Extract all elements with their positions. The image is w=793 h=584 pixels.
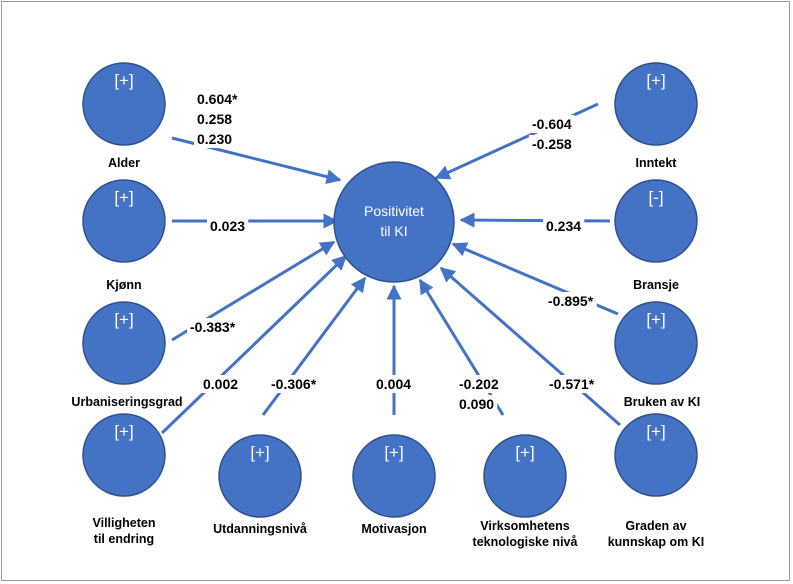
node-circle-alder [82, 62, 166, 146]
node-circle-graden [614, 413, 698, 497]
coef-bg-villighet-1 [200, 375, 242, 393]
node-urban: [+] [82, 301, 166, 385]
node-sign-graden: [+] [646, 422, 665, 441]
label-alder: Alder [108, 156, 140, 170]
node-sign-inntekt: [+] [646, 71, 665, 90]
coef-kjonn: 0.023 [210, 218, 245, 234]
label-kjonn: Kjønn [106, 278, 141, 292]
coef-bruken: -0.895* [548, 293, 594, 309]
node-circle-villighet [82, 413, 166, 497]
node-sign-motivasjon: [+] [384, 443, 403, 462]
node-sign-utdanning: [+] [250, 443, 269, 462]
label-inntekt: Inntekt [636, 156, 678, 170]
node-inntekt: [+] [614, 62, 698, 146]
coef-virksomhet-1: -0.202 [459, 376, 499, 392]
center-circle [333, 161, 455, 283]
edge-virksomhet [418, 278, 505, 416]
label-bransje: Bransje [633, 278, 679, 292]
node-sign-villighet: [+] [114, 422, 133, 441]
coef-inntekt-2: -0.258 [532, 136, 572, 152]
edge-villighet [160, 254, 348, 435]
coef-bg-virksomhet-2 [456, 395, 498, 413]
node-circle-urban [82, 301, 166, 385]
node-sign-alder: [+] [114, 71, 133, 90]
coef-bg-virksomhet-1 [456, 375, 502, 393]
coef-bg-alder-1 [194, 90, 242, 108]
edge-utdanning [261, 276, 367, 416]
node-sign-bransje: [-] [648, 188, 663, 207]
coef-alder-3: 0.230 [197, 131, 232, 147]
node-circle-virksomhet [483, 434, 567, 518]
node-circle-motivasjon [352, 434, 436, 518]
node-bransje: [-] [614, 179, 698, 263]
label-villighet-line2: til endring [94, 532, 154, 546]
coef-bg-bruken-1 [545, 292, 597, 310]
center-node: Positivitet til KI [333, 161, 455, 283]
node-circle-utdanning [218, 434, 302, 518]
label-graden-line1: Graden av [625, 519, 686, 533]
node-circle-kjonn [82, 179, 166, 263]
node-sign-virksomhet: [+] [515, 443, 534, 462]
coef-bg-graden-1 [546, 375, 598, 393]
node-virksomhet: [+] [483, 434, 567, 518]
node-motivasjon: [+] [352, 434, 436, 518]
coefficients-layer: 0.604* 0.258 0.230 0.023 -0.383* 0.002 -0.306*… [187, 90, 598, 413]
coef-bg-urban-1 [187, 318, 239, 336]
node-graden: [+] [614, 413, 698, 497]
node-circle-bruken [614, 301, 698, 385]
coef-bg-utdanning-1 [268, 375, 320, 393]
edge-bransje [459, 212, 611, 228]
coef-bg-inntekt-1 [529, 115, 575, 133]
coef-bg-motivasjon-1 [373, 375, 415, 393]
coef-alder-1: 0.604* [197, 91, 238, 107]
center-label-line2: til KI [380, 223, 407, 239]
coef-bg-inntekt-2 [529, 135, 575, 153]
node-sign-urban: [+] [114, 310, 133, 329]
coef-urban: -0.383* [190, 319, 236, 335]
coef-utdanning: -0.306* [271, 376, 317, 392]
node-sign-kjonn: [+] [114, 188, 133, 207]
label-virksomhet-line1: Virksomhetens [480, 519, 569, 533]
coef-alder-2: 0.258 [197, 111, 232, 127]
center-label-line1: Positivitet [364, 203, 424, 219]
label-motivasjon: Motivasjon [361, 522, 426, 536]
edge-graden [439, 266, 621, 427]
label-bruken: Bruken av KI [624, 395, 700, 409]
node-bruken: [+] [614, 301, 698, 385]
coef-bg-kjonn-1 [207, 217, 249, 235]
node-sign-bruken: [+] [646, 310, 665, 329]
coef-graden: -0.571* [549, 376, 595, 392]
coef-bg-alder-3 [194, 130, 236, 148]
node-alder: [+] [82, 62, 166, 146]
coef-inntekt-1: -0.604 [532, 116, 572, 132]
label-virksomhet-line2: teknologiske nivå [473, 535, 578, 549]
coef-virksomhet-2: 0.090 [459, 396, 494, 412]
node-circle-inntekt [614, 62, 698, 146]
coef-motivasjon: 0.004 [376, 376, 411, 392]
coef-bg-alder-2 [194, 110, 236, 128]
label-urban: Urbaniseringsgrad [71, 395, 182, 409]
coef-bg-bransje-1 [543, 217, 585, 235]
coef-bransje: 0.234 [546, 218, 581, 234]
label-utdanning: Utdanningsnivå [213, 522, 307, 536]
node-kjonn: [+] [82, 179, 166, 263]
node-circle-bransje [614, 179, 698, 263]
node-villighet: [+] [82, 413, 166, 497]
nodes-layer: [+] [+] [+] [+] [+] [+] [+] [+] [+] [-] [+] Positiv… [82, 62, 698, 518]
node-utdanning: [+] [218, 434, 302, 518]
label-villighet-line1: Villigheten [93, 516, 156, 530]
coef-villighet: 0.002 [203, 376, 238, 392]
label-graden-line2: kunnskap om KI [608, 535, 705, 549]
